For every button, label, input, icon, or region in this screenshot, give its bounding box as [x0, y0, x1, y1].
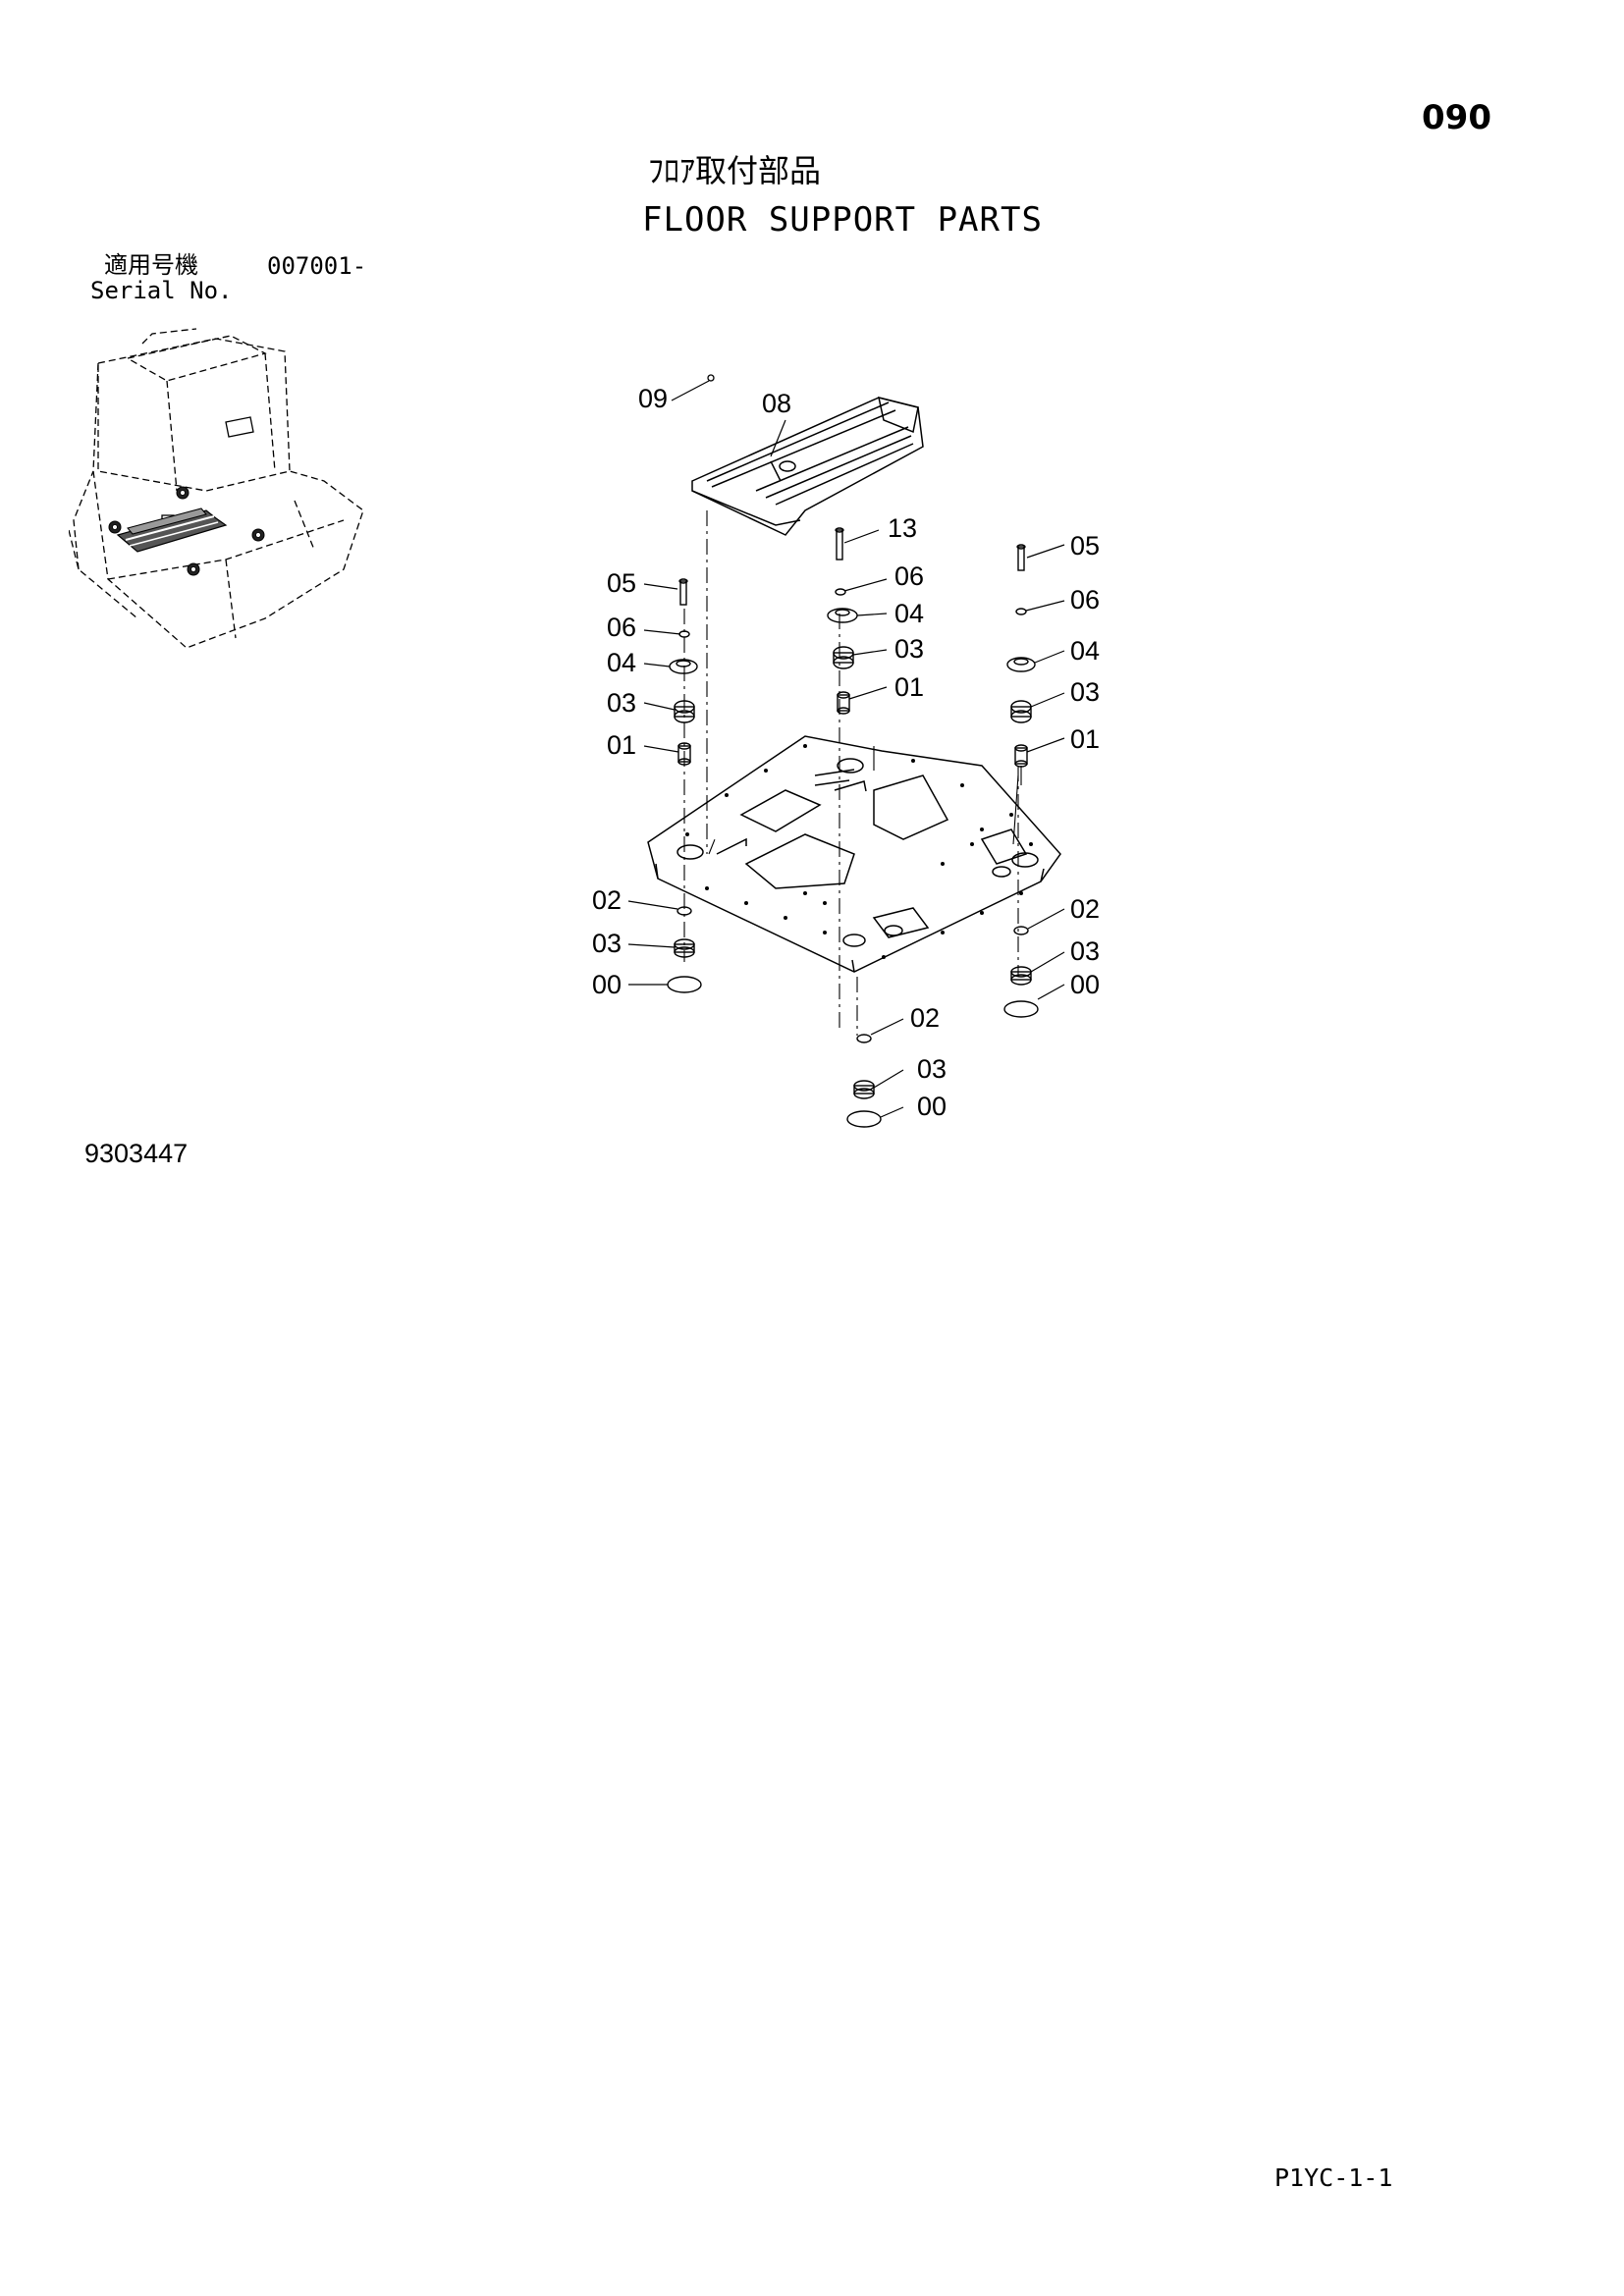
center-mount-stack — [827, 527, 882, 1128]
sheet-code: P1YC-1-1 — [1274, 2163, 1393, 2192]
machine-overview-illustration — [69, 328, 364, 649]
callout-03-right-lower: 03 — [1070, 936, 1100, 966]
callout-03-center-lower: 03 — [917, 1054, 947, 1084]
callout-13: 13 — [888, 513, 917, 543]
callout-01-center: 01 — [894, 672, 924, 702]
floor-plate — [647, 735, 1061, 973]
callout-08: 08 — [762, 389, 791, 418]
drawing-number: 9303447 — [84, 1139, 189, 1168]
callout-00-right: 00 — [1070, 970, 1100, 999]
floor-mat — [691, 396, 924, 536]
callout-01-left: 01 — [607, 730, 636, 760]
callout-06-right: 06 — [1070, 585, 1100, 614]
callout-02-right: 02 — [1070, 894, 1100, 924]
callout-03-center: 03 — [894, 634, 924, 664]
callout-05-right: 05 — [1070, 531, 1100, 561]
page-title-english: FLOOR SUPPORT PARTS — [642, 200, 1043, 240]
callout-04-center: 04 — [894, 599, 924, 628]
callout-04-right: 04 — [1070, 636, 1100, 666]
callout-00-left: 00 — [592, 970, 622, 999]
serial-label-japanese: 適用号機 — [104, 251, 198, 279]
callout-03-right: 03 — [1070, 677, 1100, 707]
callout-09: 09 — [638, 384, 668, 413]
callout-05-left: 05 — [607, 568, 636, 598]
page-number: 090 — [1422, 98, 1491, 137]
callout-00-center: 00 — [917, 1092, 947, 1121]
floor-highlight — [116, 507, 228, 553]
part-09-bolt — [707, 374, 715, 382]
page-title-japanese: ﾌﾛｱ取付部品 — [648, 152, 822, 189]
callout-02-left: 02 — [592, 885, 622, 915]
callout-02-center: 02 — [910, 1003, 940, 1033]
callout-06-left: 06 — [607, 613, 636, 642]
callout-04-left: 04 — [607, 648, 636, 677]
serial-range-value: 007001- — [267, 252, 367, 280]
callout-01-right: 01 — [1070, 724, 1100, 754]
callout-06-center: 06 — [894, 561, 924, 591]
serial-label-english: Serial No. — [90, 277, 233, 304]
callout-03-left: 03 — [607, 688, 636, 718]
callout-03-left-lower: 03 — [592, 929, 622, 958]
